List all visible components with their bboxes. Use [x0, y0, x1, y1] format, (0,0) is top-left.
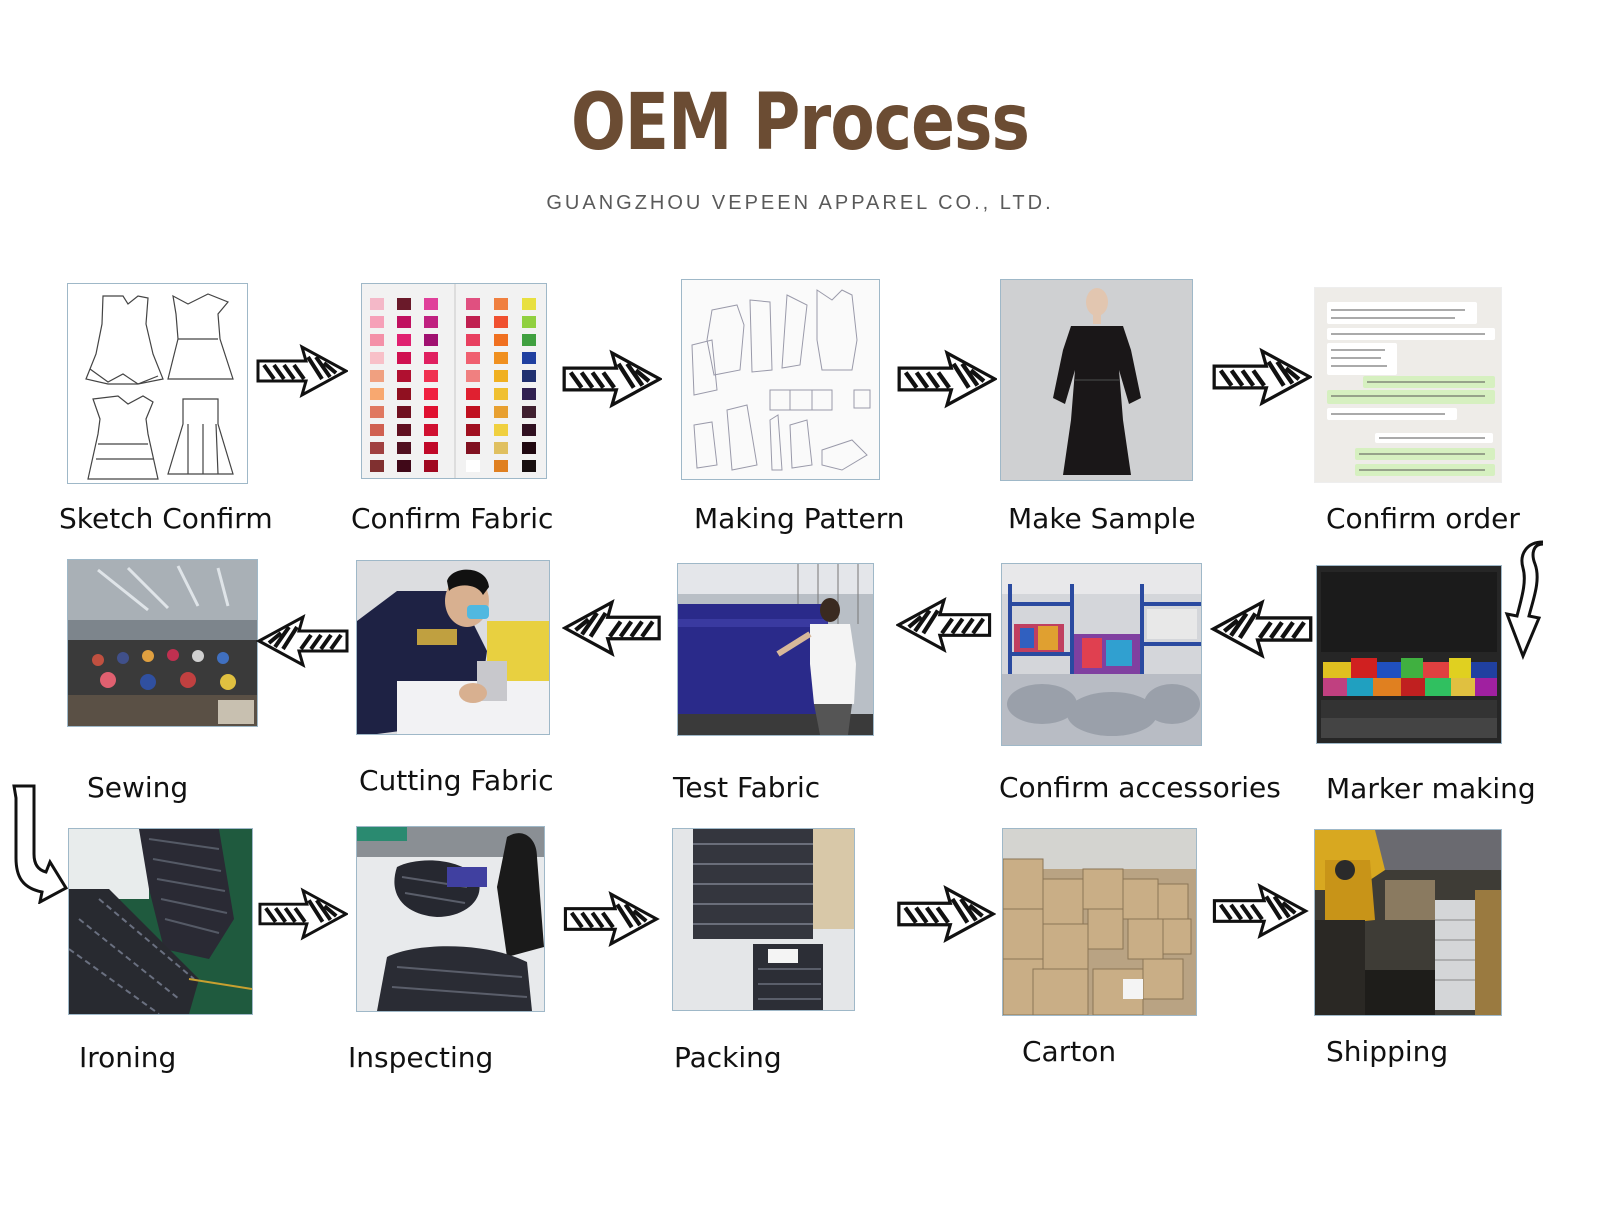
curved-arrow-down-icon: [1504, 540, 1544, 660]
pattern-pieces-image: [681, 279, 880, 480]
carton-boxes-image: [1002, 828, 1197, 1016]
fabric-swatches-image: [361, 283, 547, 479]
arrow-right-icon: [1212, 347, 1312, 407]
page-title: OEM Process: [570, 78, 1030, 168]
step-label-confirm-accessories: Confirm accessories: [999, 771, 1281, 804]
arrow-right-icon: [563, 891, 660, 947]
arrow-right-icon: [897, 349, 997, 409]
arrow-right-icon: [1212, 883, 1309, 939]
step-label-inspecting: Inspecting: [348, 1041, 494, 1074]
test-fabric-image: [677, 563, 874, 736]
step-label-shipping: Shipping: [1326, 1035, 1449, 1068]
arrow-left-icon: [256, 613, 349, 669]
step-label-make-sample: Make Sample: [1008, 502, 1196, 535]
step-label-cutting-fabric: Cutting Fabric: [359, 764, 554, 797]
company-subtitle: GUANGZHOU VEPEEN APPAREL CO., LTD.: [546, 192, 1054, 214]
arrow-right-icon: [258, 887, 348, 941]
arrow-right-icon: [897, 885, 996, 943]
shipping-image: [1314, 829, 1502, 1016]
curved-arrow-down-icon: [12, 784, 68, 904]
order-chat-image: [1314, 287, 1502, 483]
step-label-marker-making: Marker making: [1326, 772, 1536, 805]
arrow-left-icon: [562, 599, 661, 657]
step-label-test-fabric: Test Fabric: [673, 771, 821, 804]
accessories-shelf-image: [1001, 563, 1202, 746]
arrow-left-icon: [896, 597, 992, 653]
arrow-left-icon: [1210, 599, 1313, 659]
step-label-carton: Carton: [1022, 1035, 1117, 1068]
step-label-sewing: Sewing: [87, 771, 189, 804]
marker-making-image: [1316, 565, 1502, 744]
sample-dress-image: [1000, 279, 1193, 481]
packing-image: [672, 828, 855, 1011]
inspecting-image: [356, 826, 545, 1012]
sketch-confirm-image: [67, 283, 248, 484]
step-label-making-pattern: Making Pattern: [694, 502, 905, 535]
ironing-image: [68, 828, 253, 1015]
arrow-right-icon: [256, 343, 348, 399]
cutting-fabric-image: [356, 560, 550, 735]
step-label-ironing: Ironing: [79, 1041, 177, 1074]
step-label-confirm-order: Confirm order: [1326, 502, 1520, 535]
step-label-packing: Packing: [674, 1041, 782, 1074]
sewing-workshop-image: [67, 559, 258, 727]
step-label-confirm-fabric: Confirm Fabric: [351, 502, 554, 535]
step-label-sketch-confirm: Sketch Confirm: [59, 502, 273, 535]
arrow-right-icon: [562, 349, 662, 409]
